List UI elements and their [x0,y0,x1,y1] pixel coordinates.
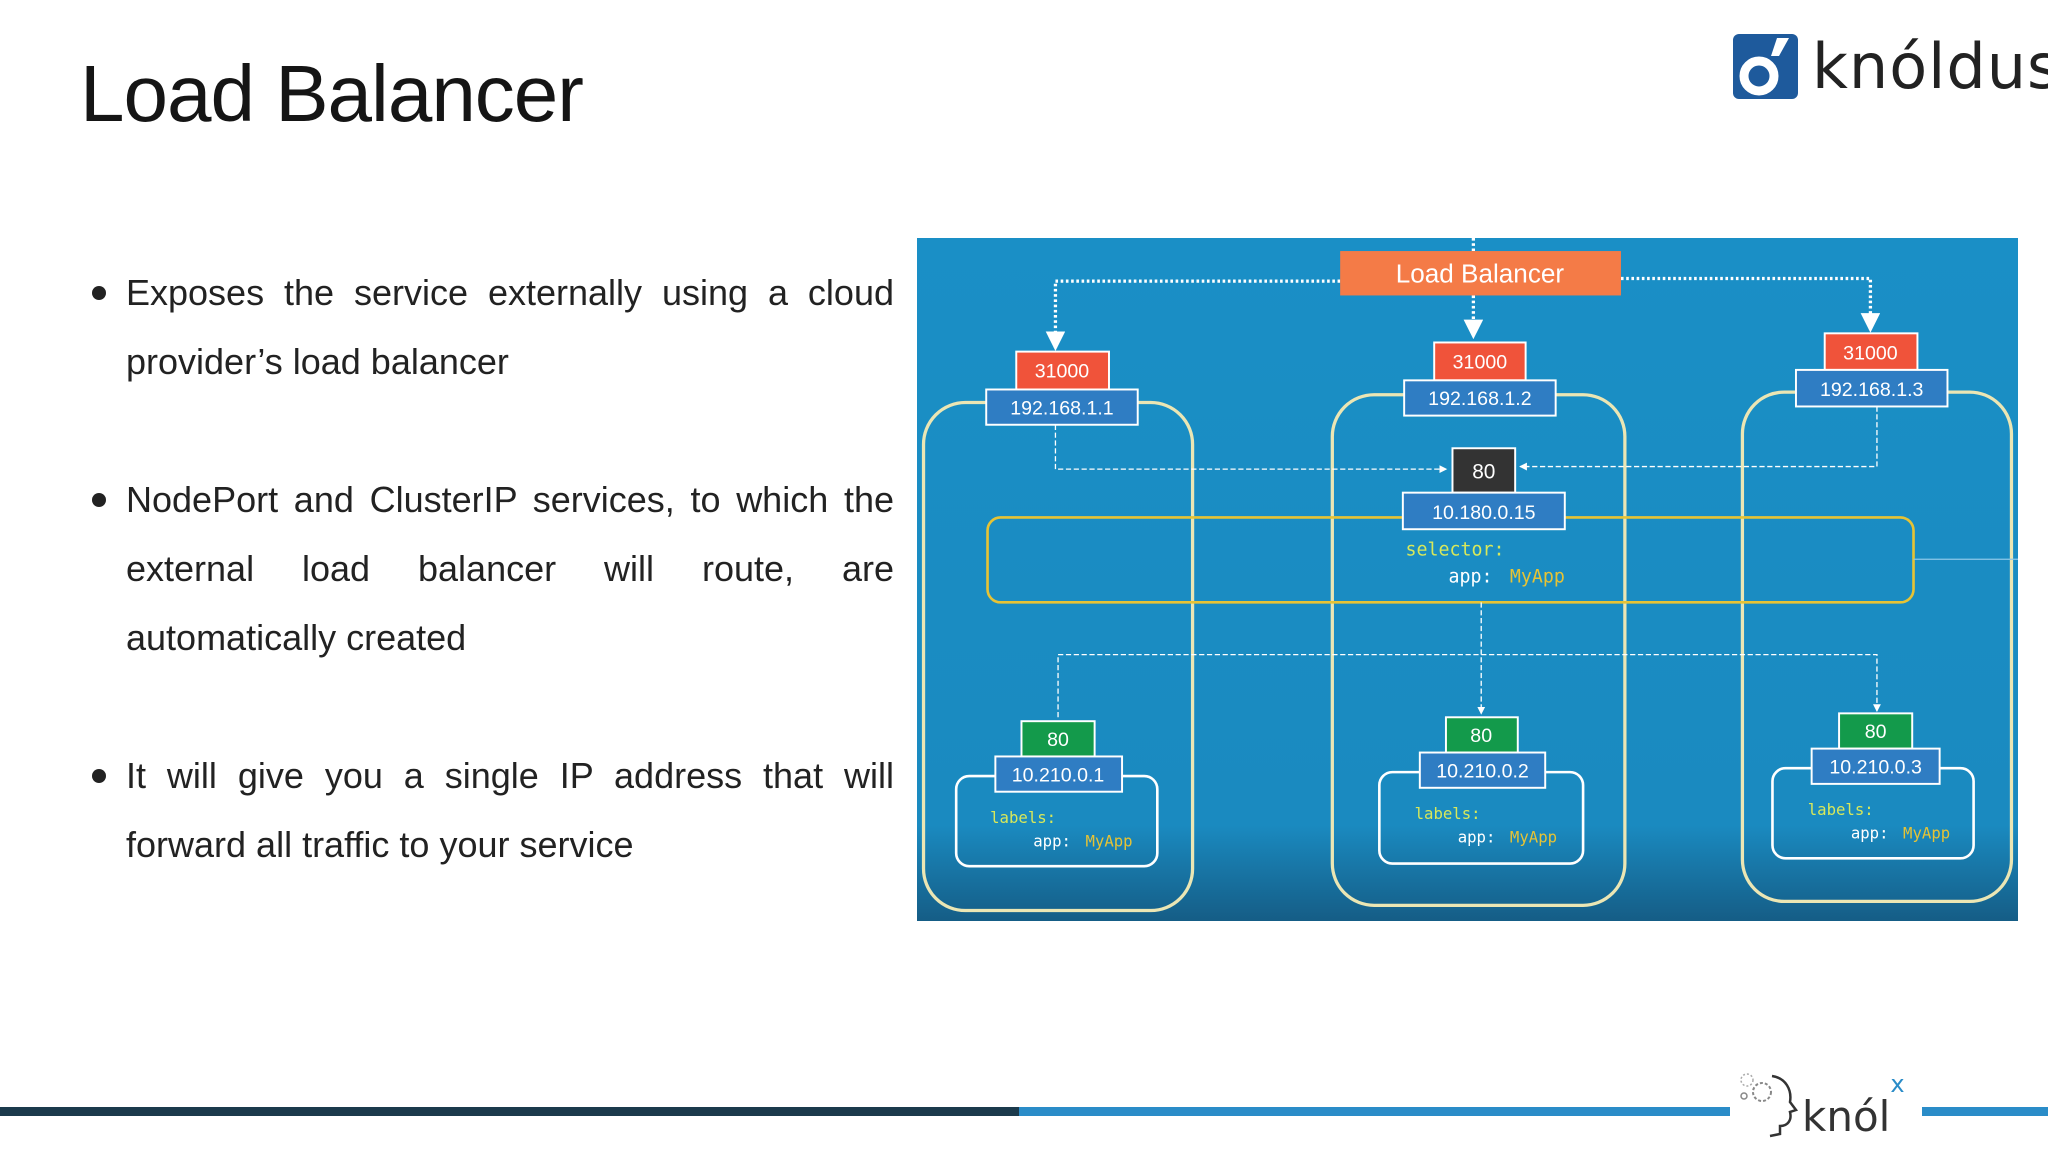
pod-app-value: MyApp [1510,828,1557,847]
knolx-logo: knólx [1738,1068,1905,1138]
node-port: 31000 [1843,342,1898,364]
knoldus-logo-text: knóldus [1812,30,2048,103]
selector-app-key: app: [1449,567,1493,588]
bullet-item: Exposes the service externally using a c… [92,258,894,396]
bullet-item: NodePort and ClusterIP services, to whic… [92,465,894,672]
bullet-icon [92,286,106,300]
pod-port: 80 [1047,729,1069,751]
node-1: 31000 192.168.1.1 [985,350,1139,426]
pod-app-key: app: [1851,824,1889,843]
bullet-text: NodePort and ClusterIP services, to whic… [126,479,894,658]
node-ip: 192.168.1.1 [1010,397,1113,419]
selector-app-value: MyApp [1510,567,1565,588]
load-balancer-diagram: Load Balancer 31000 192.168.1.1 31000 19… [917,238,2018,921]
service: 80 10.180.0.15 selector: app: MyApp [1401,447,1566,588]
bullet-list: Exposes the service externally using a c… [92,258,894,879]
bullet-icon [92,493,106,507]
load-balancer-label: Load Balancer [1396,258,1565,288]
node-ip: 192.168.1.3 [1820,379,1924,401]
pod-app-value: MyApp [1903,824,1950,843]
pod-ip: 10.210.0.2 [1436,760,1529,782]
pod-ip: 10.210.0.3 [1829,756,1922,778]
pod-labels-key: labels: [990,808,1056,827]
pod-port: 80 [1865,721,1887,743]
bullet-text: It will give you a single IP address tha… [126,755,894,865]
bullet-item: It will give you a single IP address tha… [92,741,894,879]
node-port: 31000 [1453,352,1508,374]
bullet-text: Exposes the service externally using a c… [126,272,894,382]
footer-bar-blue [1019,1107,1730,1116]
node-port: 31000 [1035,361,1090,383]
node-3: 31000 192.168.1.3 [1794,332,1949,408]
footer-bar-blue [1922,1107,2048,1116]
knoldus-logo: knóldus [1733,30,2048,103]
node-ip: 192.168.1.2 [1428,388,1531,410]
pod-port: 80 [1470,725,1492,747]
load-balancer-arrows [1045,238,1881,351]
bullet-icon [92,769,106,783]
service-port: 80 [1472,460,1495,483]
node-2: 31000 192.168.1.2 [1403,341,1557,417]
pod-3: 80 10.210.0.3 labels: app: MyApp [1771,712,1975,860]
pod-labels-key: labels: [1808,800,1874,819]
pod-labels-key: labels: [1415,804,1481,823]
pod-app-key: app: [1033,832,1071,851]
pod-app-value: MyApp [1085,832,1132,851]
pod-app-key: app: [1458,828,1496,847]
slide-title: Load Balancer [80,49,584,138]
knolx-brand: knól [1802,1092,1891,1141]
pod-ip: 10.210.0.1 [1012,764,1105,786]
service-ip: 10.180.0.15 [1432,502,1536,524]
pod-2: 80 10.210.0.2 labels: app: MyApp [1378,716,1585,865]
load-balancer-box [1340,251,1621,296]
knolx-sup: x [1890,1070,1905,1098]
head-gears-icon [1740,1073,1799,1138]
footer-bar-dark [0,1107,1019,1116]
pod-1: 80 10.210.0.1 labels: app: MyApp [954,720,1159,868]
knolx-logo-text: knólx [1802,1072,1905,1138]
knoldus-logo-icon [1733,34,1798,99]
selector-key: selector: [1405,539,1504,560]
